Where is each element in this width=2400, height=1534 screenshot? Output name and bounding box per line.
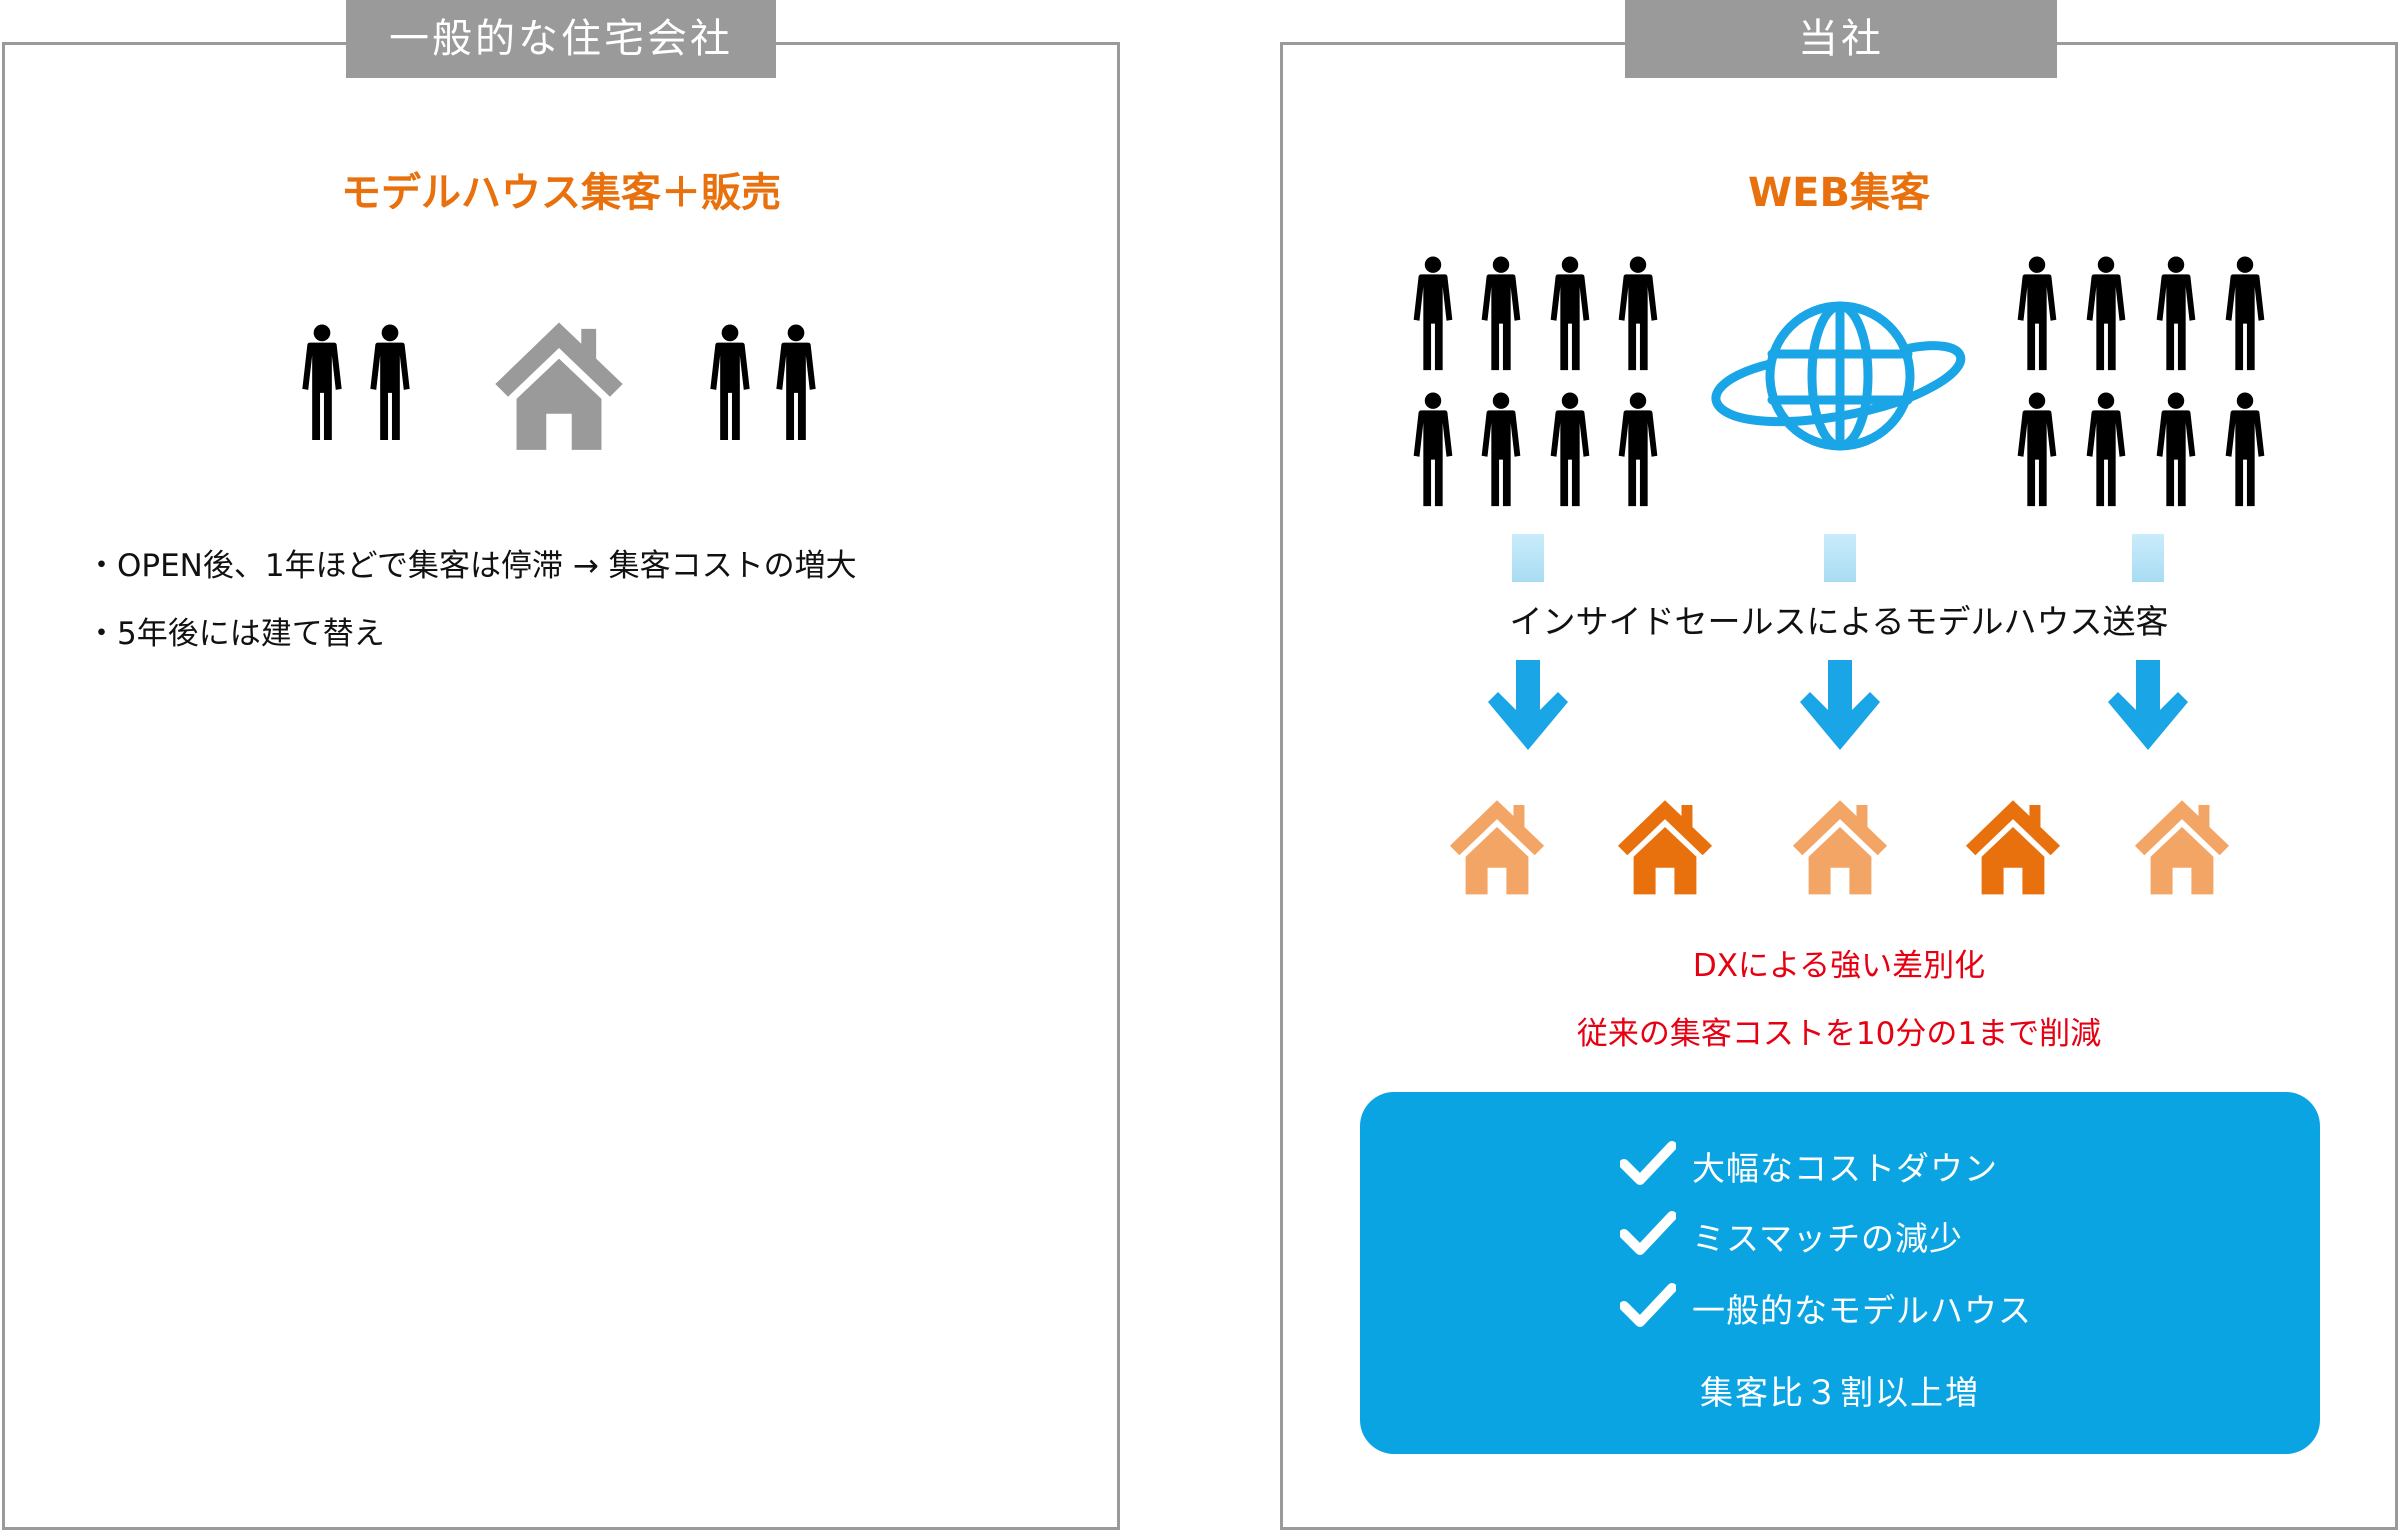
person-icon — [2225, 392, 2265, 507]
arrow-down-icon — [1800, 660, 1880, 750]
left-panel-heading: モデルハウス集客＋販売 — [341, 170, 781, 216]
benefit-label: ミスマッチの減少 — [1692, 1219, 1964, 1258]
flow-stem — [2132, 534, 2164, 582]
person-icon — [370, 324, 410, 441]
bullet-item: ・5年後には建て替え — [86, 616, 385, 652]
person-icon — [1550, 256, 1590, 371]
check-icon — [1620, 1141, 1676, 1185]
house-icon — [1449, 800, 1545, 895]
person-icon — [2225, 256, 2265, 371]
highlight-text: 従来の集客コストを10分の1まで削減 — [1576, 1016, 2102, 1052]
house-icon — [495, 322, 623, 450]
house-icon — [1965, 800, 2061, 895]
person-icon — [2017, 392, 2057, 507]
inside-sales-label: インサイドセールスによるモデルハウス送客 — [1509, 602, 2169, 641]
benefit-label: 一般的なモデルハウス — [1692, 1291, 2032, 1330]
check-icon — [1620, 1283, 1676, 1327]
person-icon — [2017, 256, 2057, 371]
flow-stem — [1824, 534, 1856, 582]
benefit-box: 大幅なコストダウン ミスマッチの減少 一般的なモデルハウス 集客比３割以上増 — [1360, 1092, 2320, 1454]
person-icon — [1618, 392, 1658, 507]
benefit-summary: 集客比３割以上増 — [1700, 1373, 1980, 1412]
left-panel — [2, 42, 1120, 1530]
left-panel-tab: 一般的な住宅会社 — [346, 0, 776, 78]
person-icon — [2086, 392, 2126, 507]
person-icon — [302, 324, 342, 441]
person-icon — [1481, 392, 1521, 507]
benefit-label: 大幅なコストダウン — [1692, 1149, 1998, 1188]
person-icon — [776, 324, 816, 441]
person-icon — [1550, 392, 1590, 507]
person-icon — [1413, 256, 1453, 371]
person-icon — [1481, 256, 1521, 371]
person-icon — [2156, 256, 2196, 371]
person-icon — [710, 324, 750, 441]
right-panel-heading: WEB集客 — [1748, 170, 1930, 216]
bullet-item: ・OPEN後、1年ほどで集客は停滞 → 集客コストの増大 — [86, 548, 857, 584]
house-icon — [1792, 800, 1888, 895]
right-panel-tab: 当社 — [1625, 0, 2057, 78]
person-icon — [1413, 392, 1453, 507]
person-icon — [1618, 256, 1658, 371]
arrow-down-icon — [1488, 660, 1568, 750]
arrow-down-icon — [2108, 660, 2188, 750]
house-icon — [2134, 800, 2230, 895]
globe-icon — [1711, 301, 1966, 451]
check-icon — [1620, 1211, 1676, 1255]
flow-stem — [1512, 534, 1544, 582]
person-icon — [2086, 256, 2126, 371]
highlight-text: DXによる強い差別化 — [1692, 948, 1986, 984]
person-icon — [2156, 392, 2196, 507]
house-icon — [1617, 800, 1713, 895]
